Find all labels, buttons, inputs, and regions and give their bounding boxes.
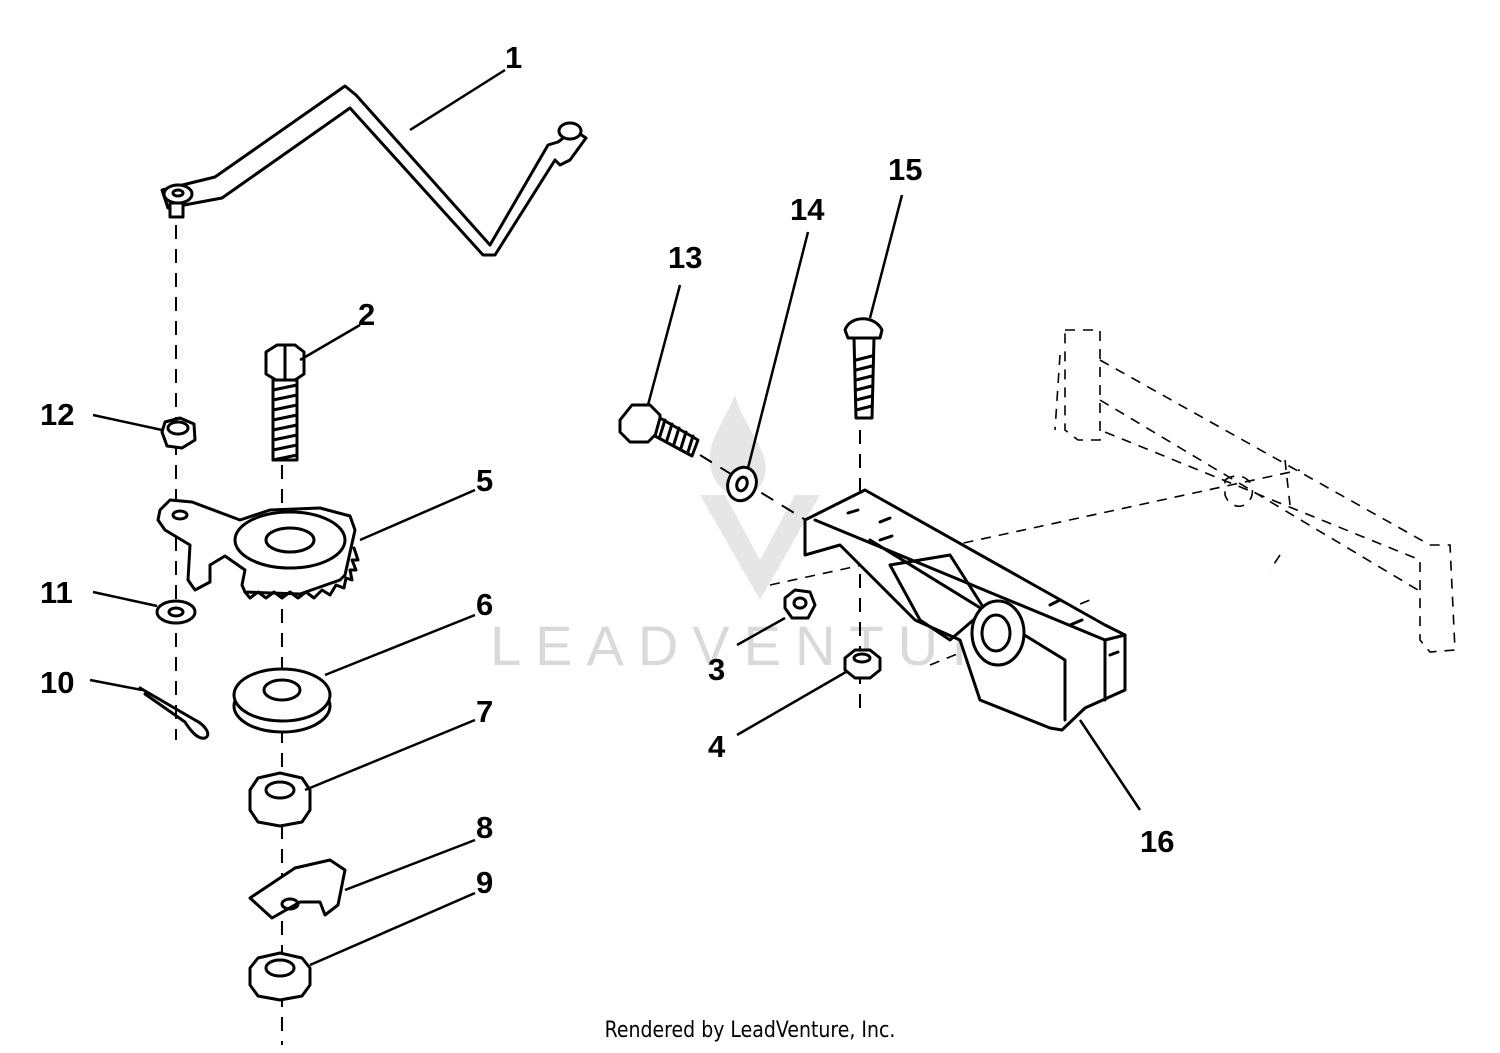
part-spacer-washer: [232, 667, 332, 734]
part-hex-bolt: [264, 343, 306, 462]
callout-6: 6: [476, 587, 493, 622]
callout-2: 2: [358, 297, 375, 332]
callout-13: 13: [668, 240, 702, 275]
part-flange-nut: [160, 416, 197, 450]
part-clip: [248, 858, 347, 920]
callout-9: 9: [476, 865, 493, 900]
part-hex-nut-lower: [248, 951, 312, 1002]
leader-lines: [89, 68, 1142, 967]
callout-4: 4: [708, 729, 726, 764]
credit-footer: Rendered by LeadVenture, Inc.: [604, 1018, 896, 1043]
part-nut-3: [783, 588, 817, 620]
part-mounting-bracket: [803, 488, 1127, 732]
callout-3: 3: [708, 652, 725, 687]
callout-labels: 1 2 3 4 5 6 7 8 9 10 11 12 13 14 15 16: [40, 40, 1174, 900]
part-nut-4: [843, 648, 882, 680]
part-cotter-pin: [138, 686, 210, 740]
callout-7: 7: [476, 694, 493, 729]
callout-10: 10: [40, 665, 74, 700]
callout-1: 1: [505, 40, 522, 75]
callout-15: 15: [888, 152, 922, 187]
phantom-line-1: [769, 469, 1301, 586]
callout-5: 5: [476, 463, 493, 498]
part-hex-nut-upper: [248, 771, 312, 828]
phantom-frame: [1054, 329, 1456, 653]
part-washer-14: [726, 465, 758, 503]
part-bolt-13: [618, 403, 700, 458]
callout-11: 11: [40, 575, 73, 610]
part-sector-gear: [156, 498, 360, 600]
callout-16: 16: [1140, 824, 1174, 859]
part-small-washer: [155, 599, 197, 625]
part-control-rod: [160, 84, 588, 257]
callout-8: 8: [476, 810, 493, 845]
part-carriage-bolt: [843, 317, 884, 420]
callout-14: 14: [790, 192, 825, 227]
callout-12: 12: [40, 397, 74, 432]
